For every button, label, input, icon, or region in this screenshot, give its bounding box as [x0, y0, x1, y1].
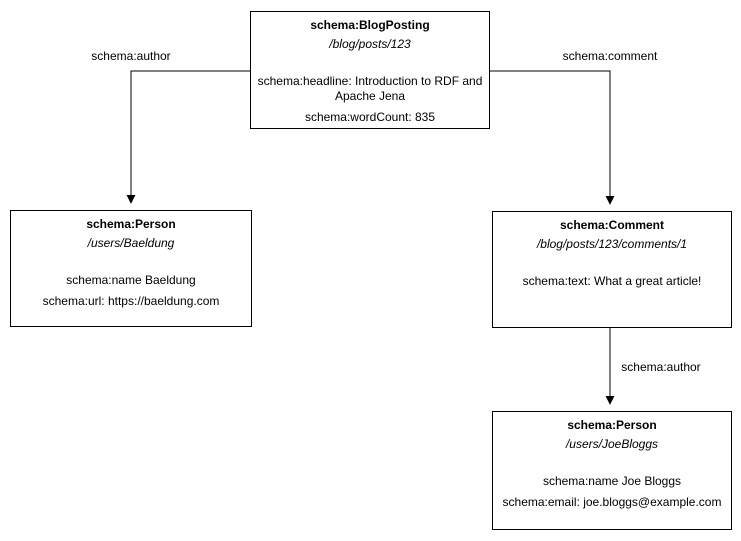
node-property: schema:text: What a great article! — [522, 274, 702, 288]
node-properties: schema:text: What a great article! — [495, 274, 729, 289]
edge-label-author-left: schema:author — [89, 49, 173, 63]
node-title: schema:Person — [567, 418, 657, 432]
node-property: schema:name Baeldung — [66, 273, 196, 287]
node-property: schema:url: https://baeldung.com — [42, 294, 220, 308]
node-title: schema:Comment — [559, 218, 665, 232]
edge-label-author-right: schema:author — [619, 360, 703, 374]
node-properties: schema:headline: Introduction to RDF and… — [253, 74, 487, 125]
node-property: schema:email: joe.bloggs@example.com — [502, 495, 722, 509]
node-author-person: schema:Person /users/Baeldung schema:nam… — [10, 210, 252, 327]
node-property: schema:headline: Introduction to RDF and… — [257, 74, 483, 103]
node-properties: schema:name Baeldung schema:url: https:/… — [13, 273, 249, 309]
node-property: schema:name Joe Bloggs — [542, 474, 682, 488]
node-uri: /blog/posts/123/comments/1 — [536, 237, 688, 251]
node-blog-posting: schema:BlogPosting /blog/posts/123 schem… — [250, 11, 490, 129]
edge-author-left — [126, 70, 250, 204]
node-comment-author-person: schema:Person /users/JoeBloggs schema:na… — [492, 411, 732, 530]
node-title: schema:BlogPosting — [310, 18, 430, 32]
node-uri: /blog/posts/123 — [329, 37, 411, 51]
node-property: schema:wordCount: 835 — [304, 110, 436, 124]
edge-comment — [490, 70, 615, 205]
node-properties: schema:name Joe Bloggs schema:email: joe… — [495, 474, 729, 510]
node-uri: /users/JoeBloggs — [565, 437, 659, 451]
edge-label-comment: schema:comment — [560, 49, 660, 63]
node-title: schema:Person — [86, 217, 176, 231]
node-comment: schema:Comment /blog/posts/123/comments/… — [492, 211, 732, 328]
node-uri: /users/Baeldung — [87, 236, 175, 250]
